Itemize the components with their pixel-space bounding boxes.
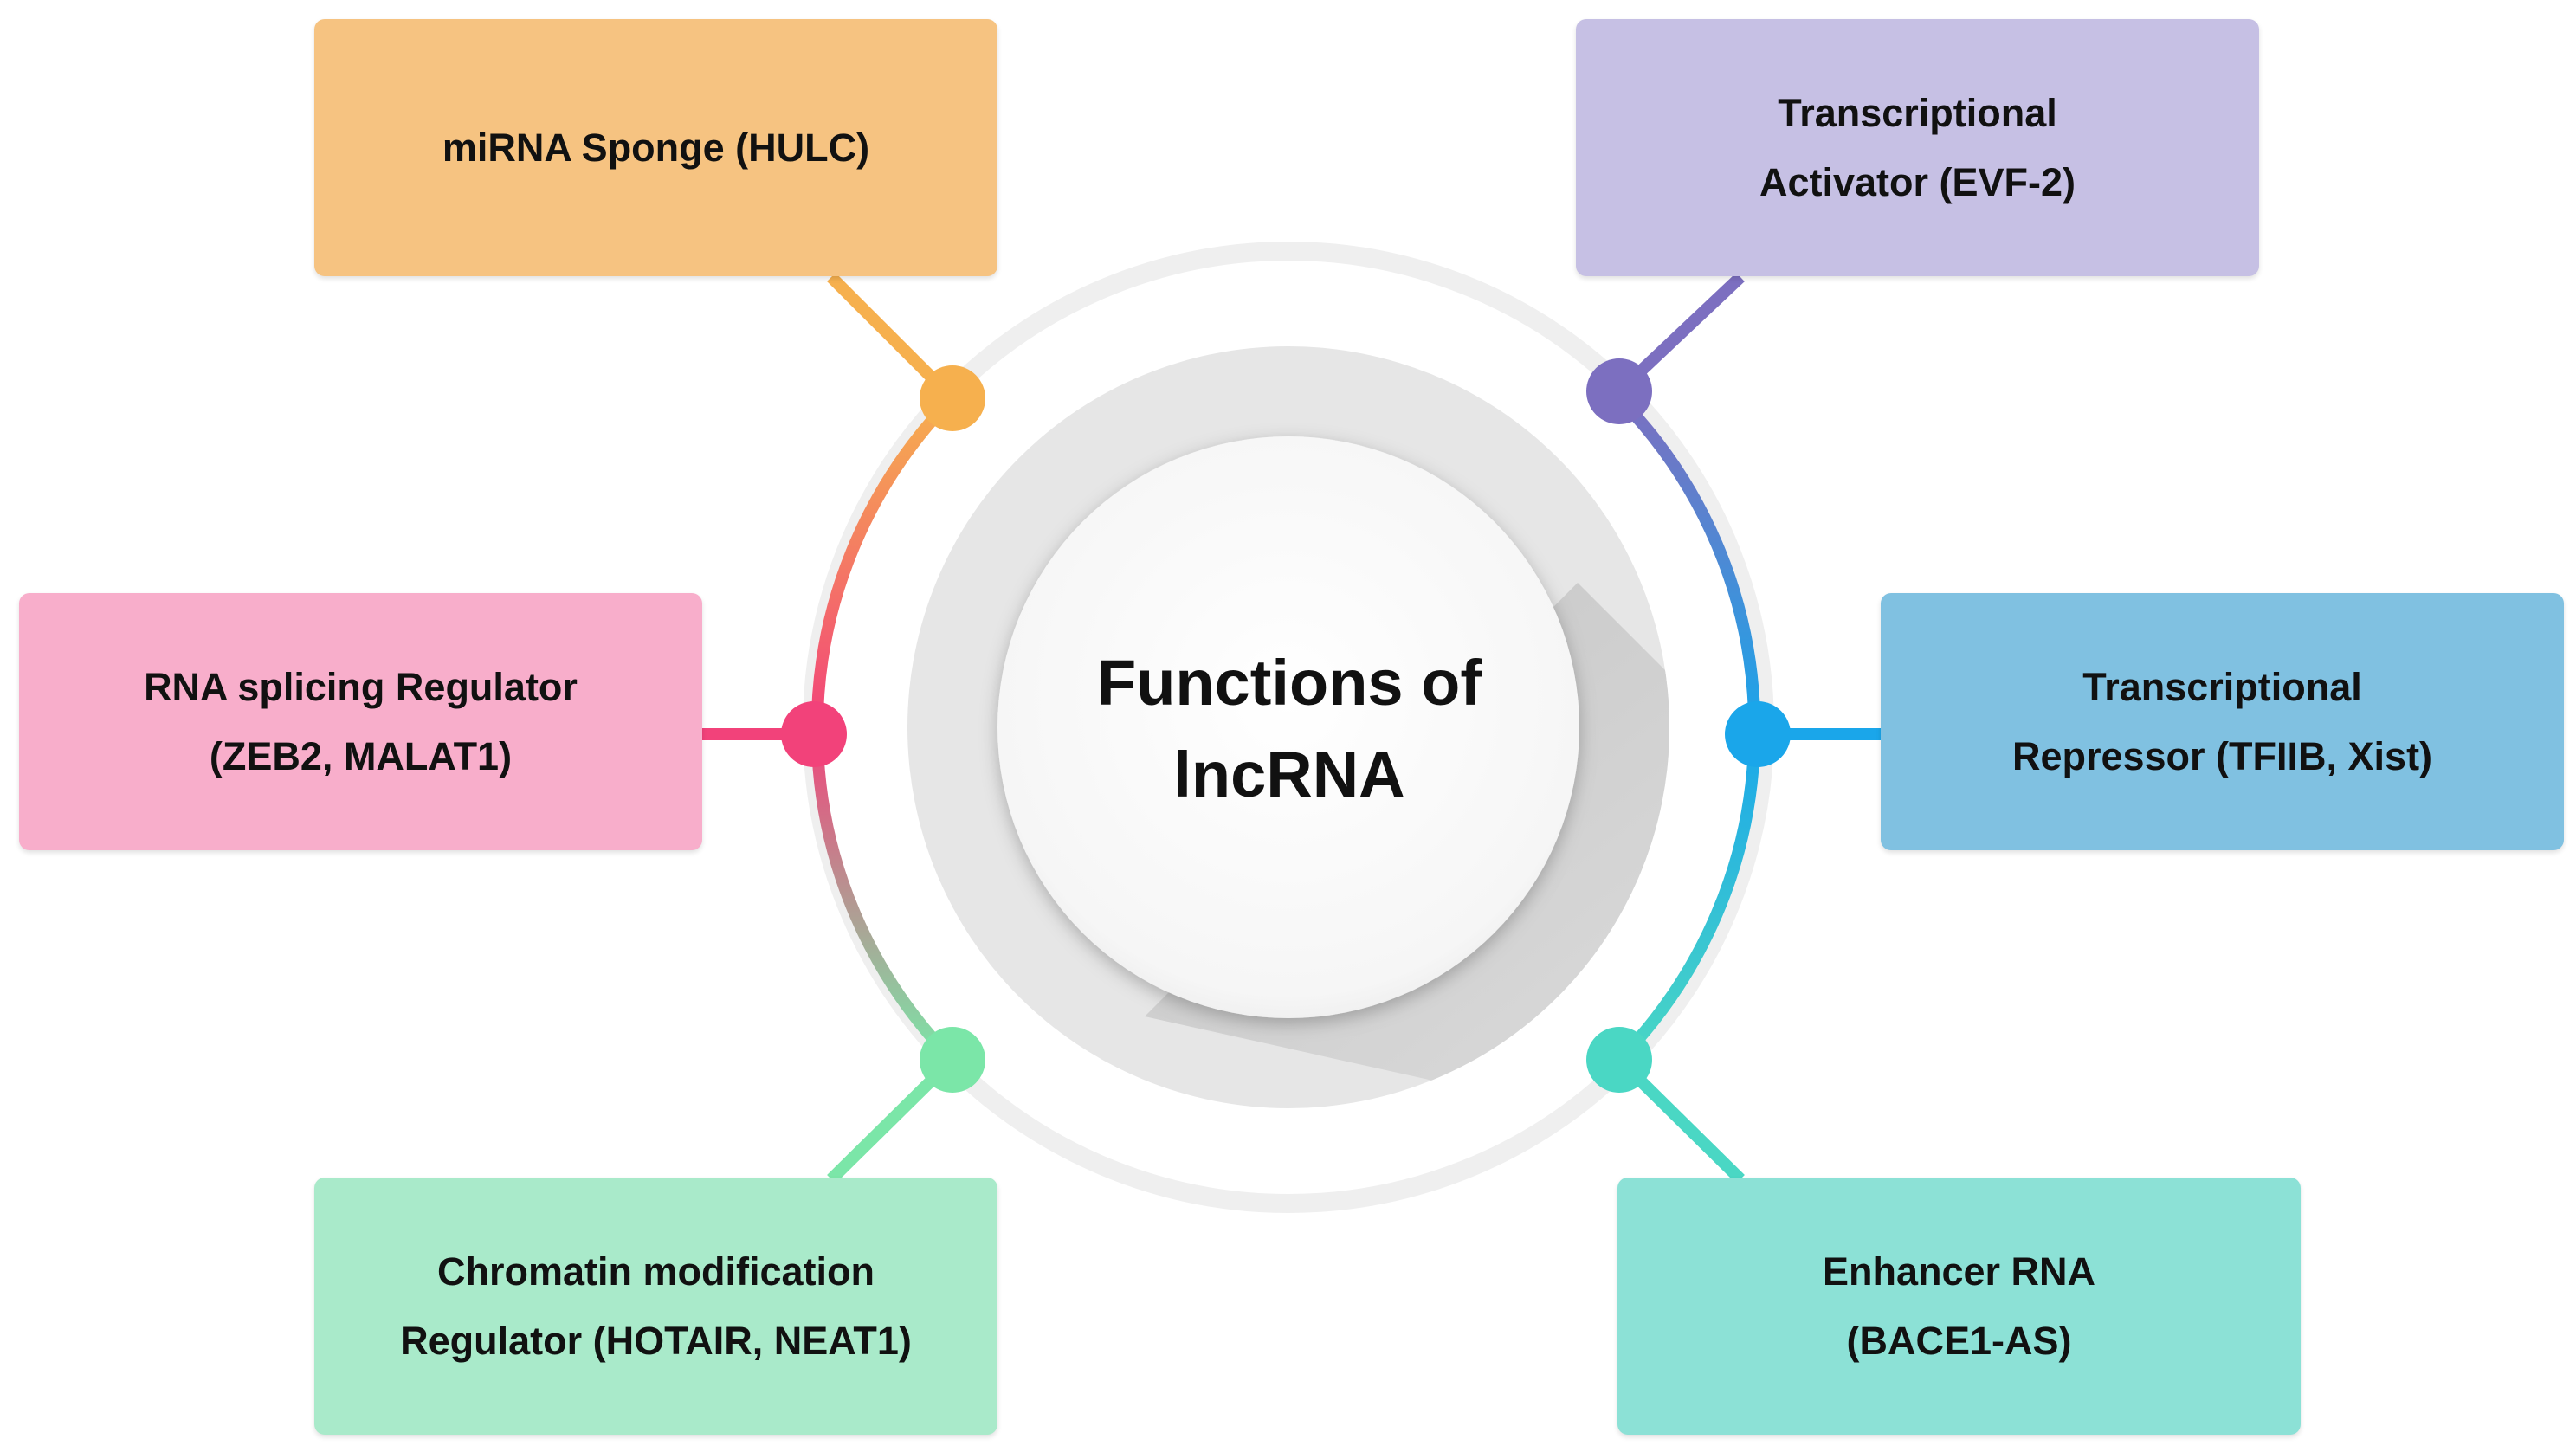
node-activator-dot xyxy=(1586,358,1652,424)
function-label-line2: Regulator (HOTAIR, NEAT1) xyxy=(400,1318,912,1363)
node-dots xyxy=(781,358,1791,1093)
function-label-line2: Activator (EVF-2) xyxy=(1759,159,2076,204)
node-chromatin-dot xyxy=(920,1027,985,1093)
function-label-line1: Transcriptional xyxy=(2082,664,2362,709)
function-label-line1: Chromatin modification xyxy=(437,1249,875,1294)
function-label-line1: Enhancer RNA xyxy=(1822,1249,2096,1294)
function-label: miRNA Sponge (HULC) xyxy=(442,125,870,170)
function-label-line2: Repressor (TFIIB, Xist) xyxy=(2011,733,2433,778)
center-disk xyxy=(997,436,1579,1018)
function-box-enhancer-rna: Enhancer RNA (BACE1-AS) xyxy=(1617,1178,2301,1435)
function-box-chromatin-modification-regulator: Chromatin modification Regulator (HOTAIR… xyxy=(314,1178,997,1435)
node-mirna-dot xyxy=(920,365,985,431)
function-box-rna-splicing-regulator: RNA splicing Regulator (ZEB2, MALAT1) xyxy=(19,593,702,850)
function-label-line1: Transcriptional xyxy=(1778,90,2057,135)
center-title-line1: Functions of xyxy=(1097,647,1482,719)
function-label-line2: (BACE1-AS) xyxy=(1846,1318,2072,1363)
function-box-transcriptional-repressor: Transcriptional Repressor (TFIIB, Xist) xyxy=(1881,593,2564,850)
center-title: Functions of lncRNA xyxy=(1030,625,1549,833)
node-splicing-dot xyxy=(781,701,847,767)
function-label-line1: RNA splicing Regulator xyxy=(144,664,578,709)
function-box-transcriptional-activator: Transcriptional Activator (EVF-2) xyxy=(1576,19,2259,276)
function-box-mirna-sponge: miRNA Sponge (HULC) xyxy=(314,19,997,276)
node-enhancer-dot xyxy=(1586,1027,1652,1093)
center-title-line2: lncRNA xyxy=(1173,739,1405,810)
node-repressor-dot xyxy=(1725,701,1791,767)
function-label-line2: (ZEB2, MALAT1) xyxy=(209,733,513,778)
